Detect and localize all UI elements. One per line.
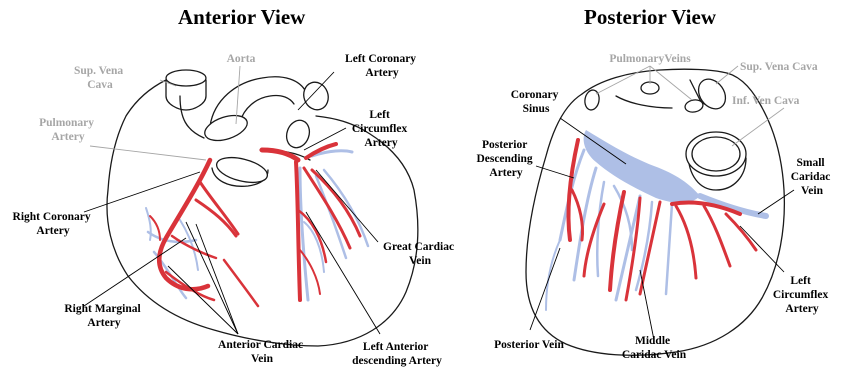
label-a-right-marginal-artery: Right Marginal Artery [64,303,143,329]
label-a-anterior-cardiac-vein: Anterior Cardiac Vein [218,339,306,365]
lead-a-pulmonary [90,146,206,160]
lead-p-pv [530,248,560,330]
label-a-pulmonary-artery: Pulmonary Artery [39,117,97,143]
posterior-view: Posterior View [476,5,833,361]
label-p-small-cardiac-vein: Small Caridac Vein [791,157,833,197]
anterior-title: Anterior View [178,5,306,29]
label-a-great-cardiac-vein: Great Cardiac Vein [383,241,457,267]
label-a-sup-vena-cava: Sup. Vena Cava [74,65,126,91]
label-p-sup-vena-cava: Sup. Vena Cava [740,61,818,73]
posterior-atrium-fold [616,96,672,108]
label-p-middle-cardiac-vein: Middle Caridac Vein [622,335,687,361]
anterior-view: Anterior View [13,5,457,367]
label-p-posterior-descending-artery: Posterior Descending Artery [476,139,535,179]
lead-p-lcx [740,226,784,272]
label-a-left-anterior-descending-artery: Left Anterior descending Artery [352,341,442,367]
label-p-pulmonary-veins: PulmonaryVeins [609,53,691,65]
lead-a-acv-2 [196,224,238,334]
anterior-svc-opening [166,70,206,86]
lead-a-gcv [316,170,378,242]
label-p-coronary-sinus: Coronary Sinus [511,89,562,115]
lead-p-scv [758,190,794,214]
lead-p-svc [716,66,738,84]
lead-a-acv-1 [186,222,238,334]
label-p-posterior-vein: Posterior Vein [494,339,564,351]
anterior-aorta-descending-opening [300,79,332,114]
label-a-left-coronary-artery: Left Coronary Artery [345,53,419,79]
label-p-inf-vena-cava: Inf. Ven Cava [732,95,800,107]
lead-a-rma [84,238,186,306]
posterior-pulmonary-vein-1 [583,89,600,111]
label-a-aorta: Aorta [227,53,256,65]
label-a-right-coronary-artery: Right Coronary Artery [13,211,94,237]
anterior-atrium-line [180,96,204,138]
anterior-aorta-arch-inner [240,95,294,122]
posterior-title: Posterior View [584,5,717,29]
lead-p-mcv [640,270,654,340]
lead-a-acv-3 [168,266,238,334]
anterior-branch-opening [283,117,313,151]
posterior-ivc-opening-inner [692,137,740,171]
posterior-pulmonary-vein-3 [684,99,704,114]
label-p-left-circumflex-artery: Left Circumflex Artery [773,275,831,315]
label-a-left-circumflex-artery: Left Circumflex Artery [352,109,410,149]
